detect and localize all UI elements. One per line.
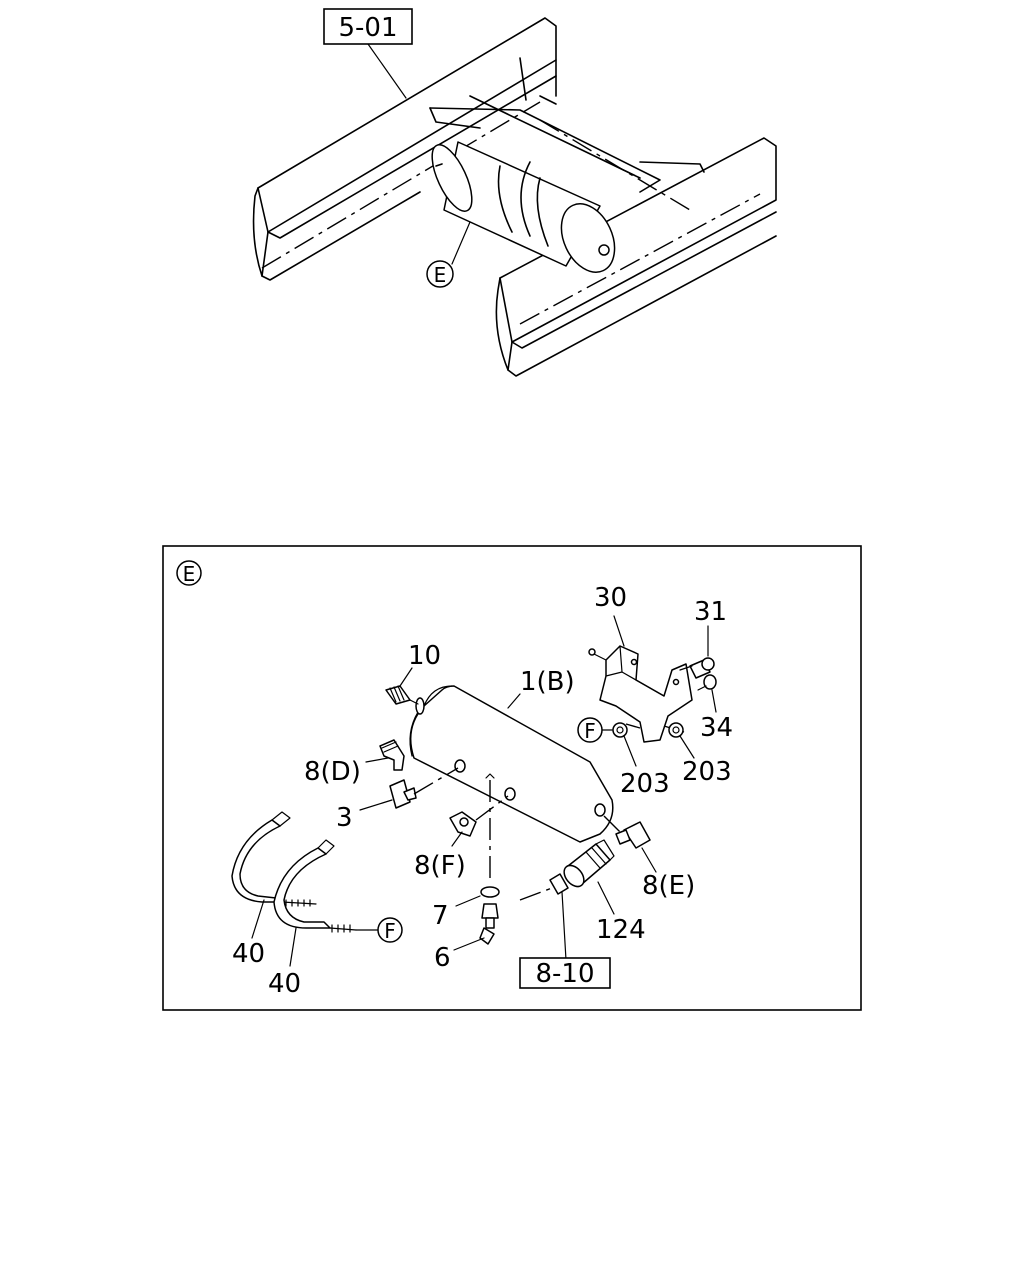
label-part-31: 31 [694,597,727,627]
washer-part-7 [480,886,500,898]
label-part-40-a: 40 [232,939,265,969]
nut-part-203-b [668,722,684,738]
view-e-callout-label: E [183,562,196,586]
tee-part-3 [389,779,417,809]
label-part-30: 30 [594,583,627,613]
detail-view-e: E [162,545,862,1011]
view-e-callout [176,560,202,586]
callout-f-strap [377,917,403,943]
callout-f-bracket-label: F [584,719,596,743]
bolt-part-31 [679,657,715,679]
label-part-124: 124 [596,915,646,945]
detail-frame [162,545,862,1011]
label-part-1: 1(B) [520,667,575,697]
label-part-10: 10 [408,641,441,671]
washer-part-34 [703,674,717,690]
label-part-8f: 8(F) [414,851,466,881]
left-frame-rail [252,17,557,281]
strap-part-40-b [273,839,357,933]
label-part-8e: 8(E) [642,871,695,901]
label-part-3: 3 [336,803,353,833]
sensor-part-124 [563,839,615,888]
ref-box-8-10-label: 8-10 [535,959,594,989]
label-part-6: 6 [434,943,451,973]
overview-view: E 5-01 [252,8,777,377]
connector-8-10 [549,873,569,895]
bracket-part-30 [588,645,693,743]
label-part-203-b: 203 [682,757,732,787]
fitting-part-8f [449,811,477,837]
nut-part-203-a [612,722,628,738]
ref-box-5-01-label: 5-01 [338,13,397,43]
label-part-7: 7 [432,901,449,931]
right-frame-rail [495,137,777,377]
drain-valve-part-6 [479,903,499,945]
callout-e-overview-label: E [434,263,447,287]
ref-box-8-10 [519,957,611,989]
fitting-part-10 [385,685,419,705]
label-part-203-a: 203 [620,769,670,799]
air-tank-overview [431,141,616,273]
callout-f-strap-label: F [384,919,396,943]
ref-box-5-01 [323,8,413,45]
air-tank-part-1 [409,685,614,843]
label-part-34: 34 [700,713,733,743]
label-part-40-b: 40 [268,969,301,999]
label-part-8d: 8(D) [304,757,361,787]
callout-e-overview [426,260,454,288]
elbow-part-8d [379,739,405,771]
fitting-part-8e [615,821,651,849]
